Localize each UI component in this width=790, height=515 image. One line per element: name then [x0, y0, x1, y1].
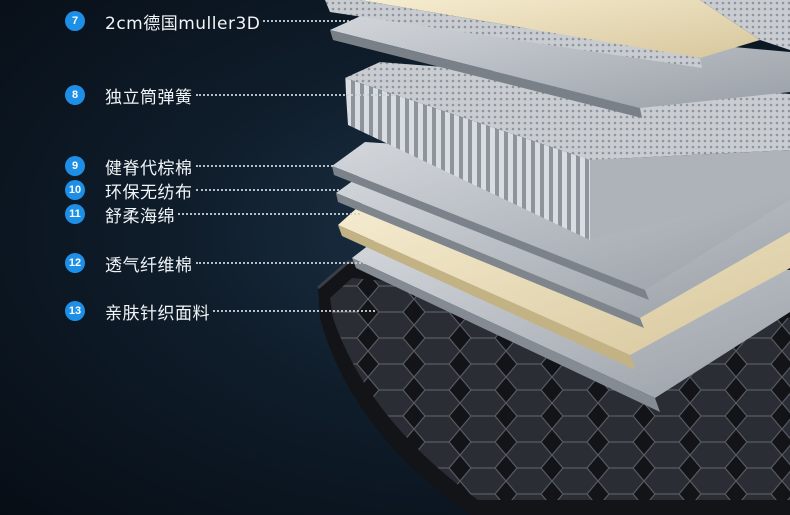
callout-9: 9 健脊代棕棉	[65, 155, 376, 179]
leader-line-10	[195, 189, 359, 191]
leader-line-12	[195, 262, 368, 264]
callout-10: 10 环保无纺布	[65, 179, 359, 203]
label-13: 亲肤针织面料	[105, 303, 210, 324]
badge-12: 12	[65, 253, 85, 273]
label-11: 舒柔海绵	[105, 206, 175, 227]
leader-line-8	[195, 94, 396, 96]
badge-11: 11	[65, 204, 85, 224]
callout-12: 12 透气纤维棉	[65, 252, 368, 276]
badge-9: 9	[65, 156, 85, 176]
callout-8: 8 独立筒弹簧	[65, 84, 396, 108]
label-7: 2cm德国muller3D	[105, 13, 261, 34]
label-10: 环保无纺布	[105, 182, 193, 203]
leader-line-7	[263, 20, 366, 22]
callout-13: 13 亲肤针织面料	[65, 300, 375, 324]
leader-line-9	[195, 165, 376, 167]
leader-line-13	[213, 310, 375, 312]
leader-line-11	[178, 213, 360, 215]
layer-7-muller-3d	[325, 0, 790, 118]
callout-7: 7 2cm德国muller3D	[65, 10, 366, 34]
badge-10: 10	[65, 180, 85, 200]
label-9: 健脊代棕棉	[105, 158, 193, 179]
label-12: 透气纤维棉	[105, 255, 193, 276]
badge-13: 13	[65, 301, 85, 321]
label-8: 独立筒弹簧	[105, 87, 193, 108]
callout-11: 11 舒柔海绵	[65, 203, 360, 227]
badge-7: 7	[65, 11, 85, 31]
badge-8: 8	[65, 85, 85, 105]
